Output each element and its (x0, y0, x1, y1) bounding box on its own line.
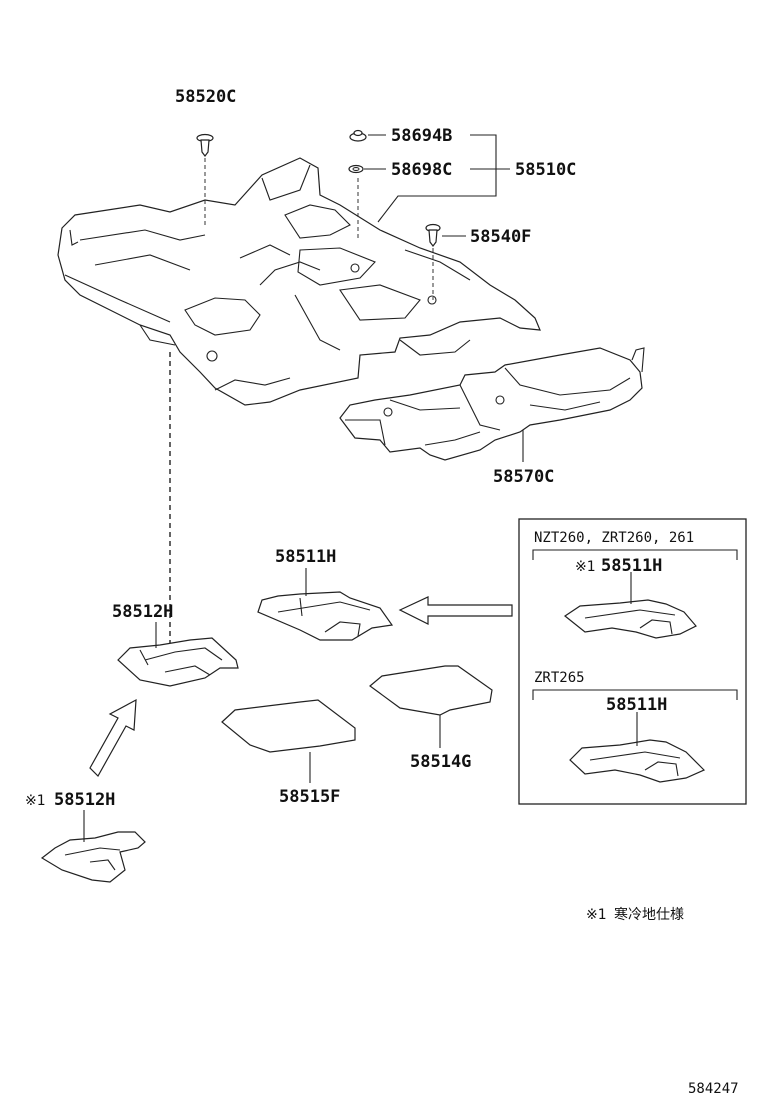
label-58694B: 58694B (391, 126, 452, 146)
mark-58512H-alt: ※1 (25, 793, 46, 809)
diagram-code: 584247 (688, 1081, 739, 1097)
inset-group2-bracket (532, 689, 738, 700)
front-floor-carpet[interactable] (57, 157, 541, 406)
clip-58540F-icon (425, 223, 441, 247)
label-58510C: 58510C (515, 160, 576, 180)
inset-group1-bracket (532, 549, 738, 560)
label-58698C: 58698C (391, 160, 452, 180)
inset-mat-58511H-b[interactable] (569, 739, 706, 783)
arrow-left-icon (398, 596, 513, 625)
footnote-mark: ※1 (586, 907, 607, 923)
arrow-up-right-icon (89, 698, 137, 777)
mat-58511H[interactable] (257, 591, 394, 641)
label-58540F: 58540F (470, 227, 531, 247)
rear-floor-carpet[interactable] (339, 347, 645, 461)
bracket-58510C (377, 134, 510, 223)
grommet-58698C-icon (348, 164, 364, 174)
mat-58512H[interactable] (117, 637, 239, 687)
label-58511H: 58511H (275, 547, 336, 567)
mat-58512H-cold-region[interactable] (40, 831, 146, 883)
label-58570C: 58570C (493, 467, 554, 487)
inset-mat-58511H-a[interactable] (563, 599, 697, 639)
label-58515F: 58515F (279, 787, 340, 807)
label-58512H: 58512H (112, 602, 173, 622)
variant-inset-box (518, 518, 747, 805)
inset-group2-label: ZRT265 (534, 670, 585, 686)
inset-group2-part: 58511H (606, 695, 667, 715)
inset-group1-mark: ※1 (575, 559, 596, 575)
label-58512H-alt: 58512H (54, 790, 115, 810)
grommet-58694B-icon (349, 129, 367, 142)
mat-58515F[interactable] (221, 699, 356, 753)
label-58514G: 58514G (410, 752, 471, 772)
inset-group1-part: 58511H (601, 556, 662, 576)
footnote-text: 寒冷地仕様 (614, 906, 684, 923)
inset-group1-label: NZT260, ZRT260, 261 (534, 530, 694, 546)
label-58520C: 58520C (175, 87, 236, 107)
mat-58514G[interactable] (369, 665, 493, 716)
clip-58520C-icon (196, 133, 214, 157)
